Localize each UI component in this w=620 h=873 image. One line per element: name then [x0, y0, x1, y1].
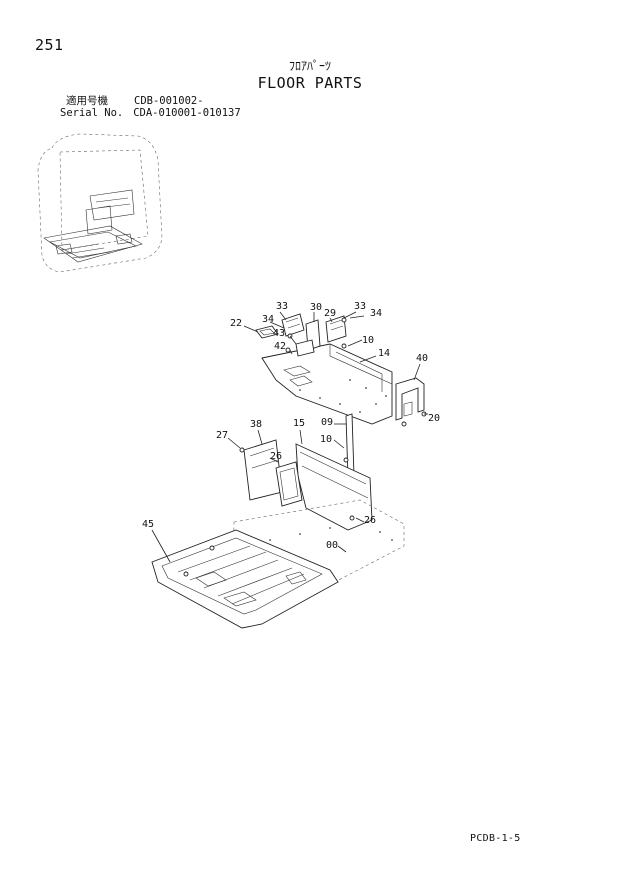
callout-10a: 10 — [362, 335, 374, 346]
callout-22: 22 — [230, 318, 242, 329]
bracket-parts — [255, 313, 347, 357]
applicability-block: 適用号機 CDB-001002- Serial No. CDA-010001-0… — [60, 95, 241, 119]
model-row: 適用号機 CDB-001002- — [66, 95, 241, 107]
callout-40: 40 — [416, 353, 428, 364]
floor-mat-45 — [151, 529, 339, 629]
page-number: 251 — [35, 36, 64, 54]
callout-34b: 34 — [370, 308, 382, 319]
lower-panels — [239, 439, 373, 531]
callout-43: 43 — [273, 328, 285, 339]
leader-lines — [151, 311, 428, 563]
callout-10b: 10 — [320, 434, 332, 445]
callout-labels: 33 30 29 33 34 34 22 43 42 10 14 40 20 0… — [142, 301, 440, 551]
page-title-japanese: ﾌﾛｱﾊﾟｰﾂ — [288, 59, 331, 73]
callout-33a: 33 — [276, 301, 288, 312]
serial-row: Serial No. CDA-010001-010137 — [60, 107, 241, 119]
callout-45: 45 — [142, 519, 154, 530]
callout-09: 09 — [321, 417, 333, 428]
cab-keymap-illustration — [37, 133, 163, 273]
floor-plate-upper — [261, 343, 393, 425]
serial-label: Serial No. — [60, 107, 124, 119]
callout-20: 20 — [428, 413, 440, 424]
model-value: CDB-001002- — [134, 95, 204, 107]
callout-27: 27 — [216, 430, 228, 441]
callout-14: 14 — [378, 348, 390, 359]
callout-00: 00 — [326, 540, 338, 551]
callout-33b: 33 — [354, 301, 366, 312]
page-title: FLOOR PARTS — [257, 74, 363, 92]
callout-42: 42 — [274, 341, 286, 352]
callout-34a: 34 — [262, 314, 274, 325]
callout-29: 29 — [324, 308, 336, 319]
footer-page-code: PCDB-1-5 — [470, 833, 521, 844]
model-label: 適用号機 — [66, 95, 108, 107]
callout-26b: 26 — [364, 515, 376, 526]
bracket-40 — [395, 377, 427, 427]
callout-30: 30 — [310, 302, 322, 313]
serial-value: CDA-010001-010137 — [133, 107, 241, 119]
callout-26a: 26 — [270, 451, 282, 462]
callout-38: 38 — [250, 419, 262, 430]
callout-15: 15 — [293, 418, 305, 429]
